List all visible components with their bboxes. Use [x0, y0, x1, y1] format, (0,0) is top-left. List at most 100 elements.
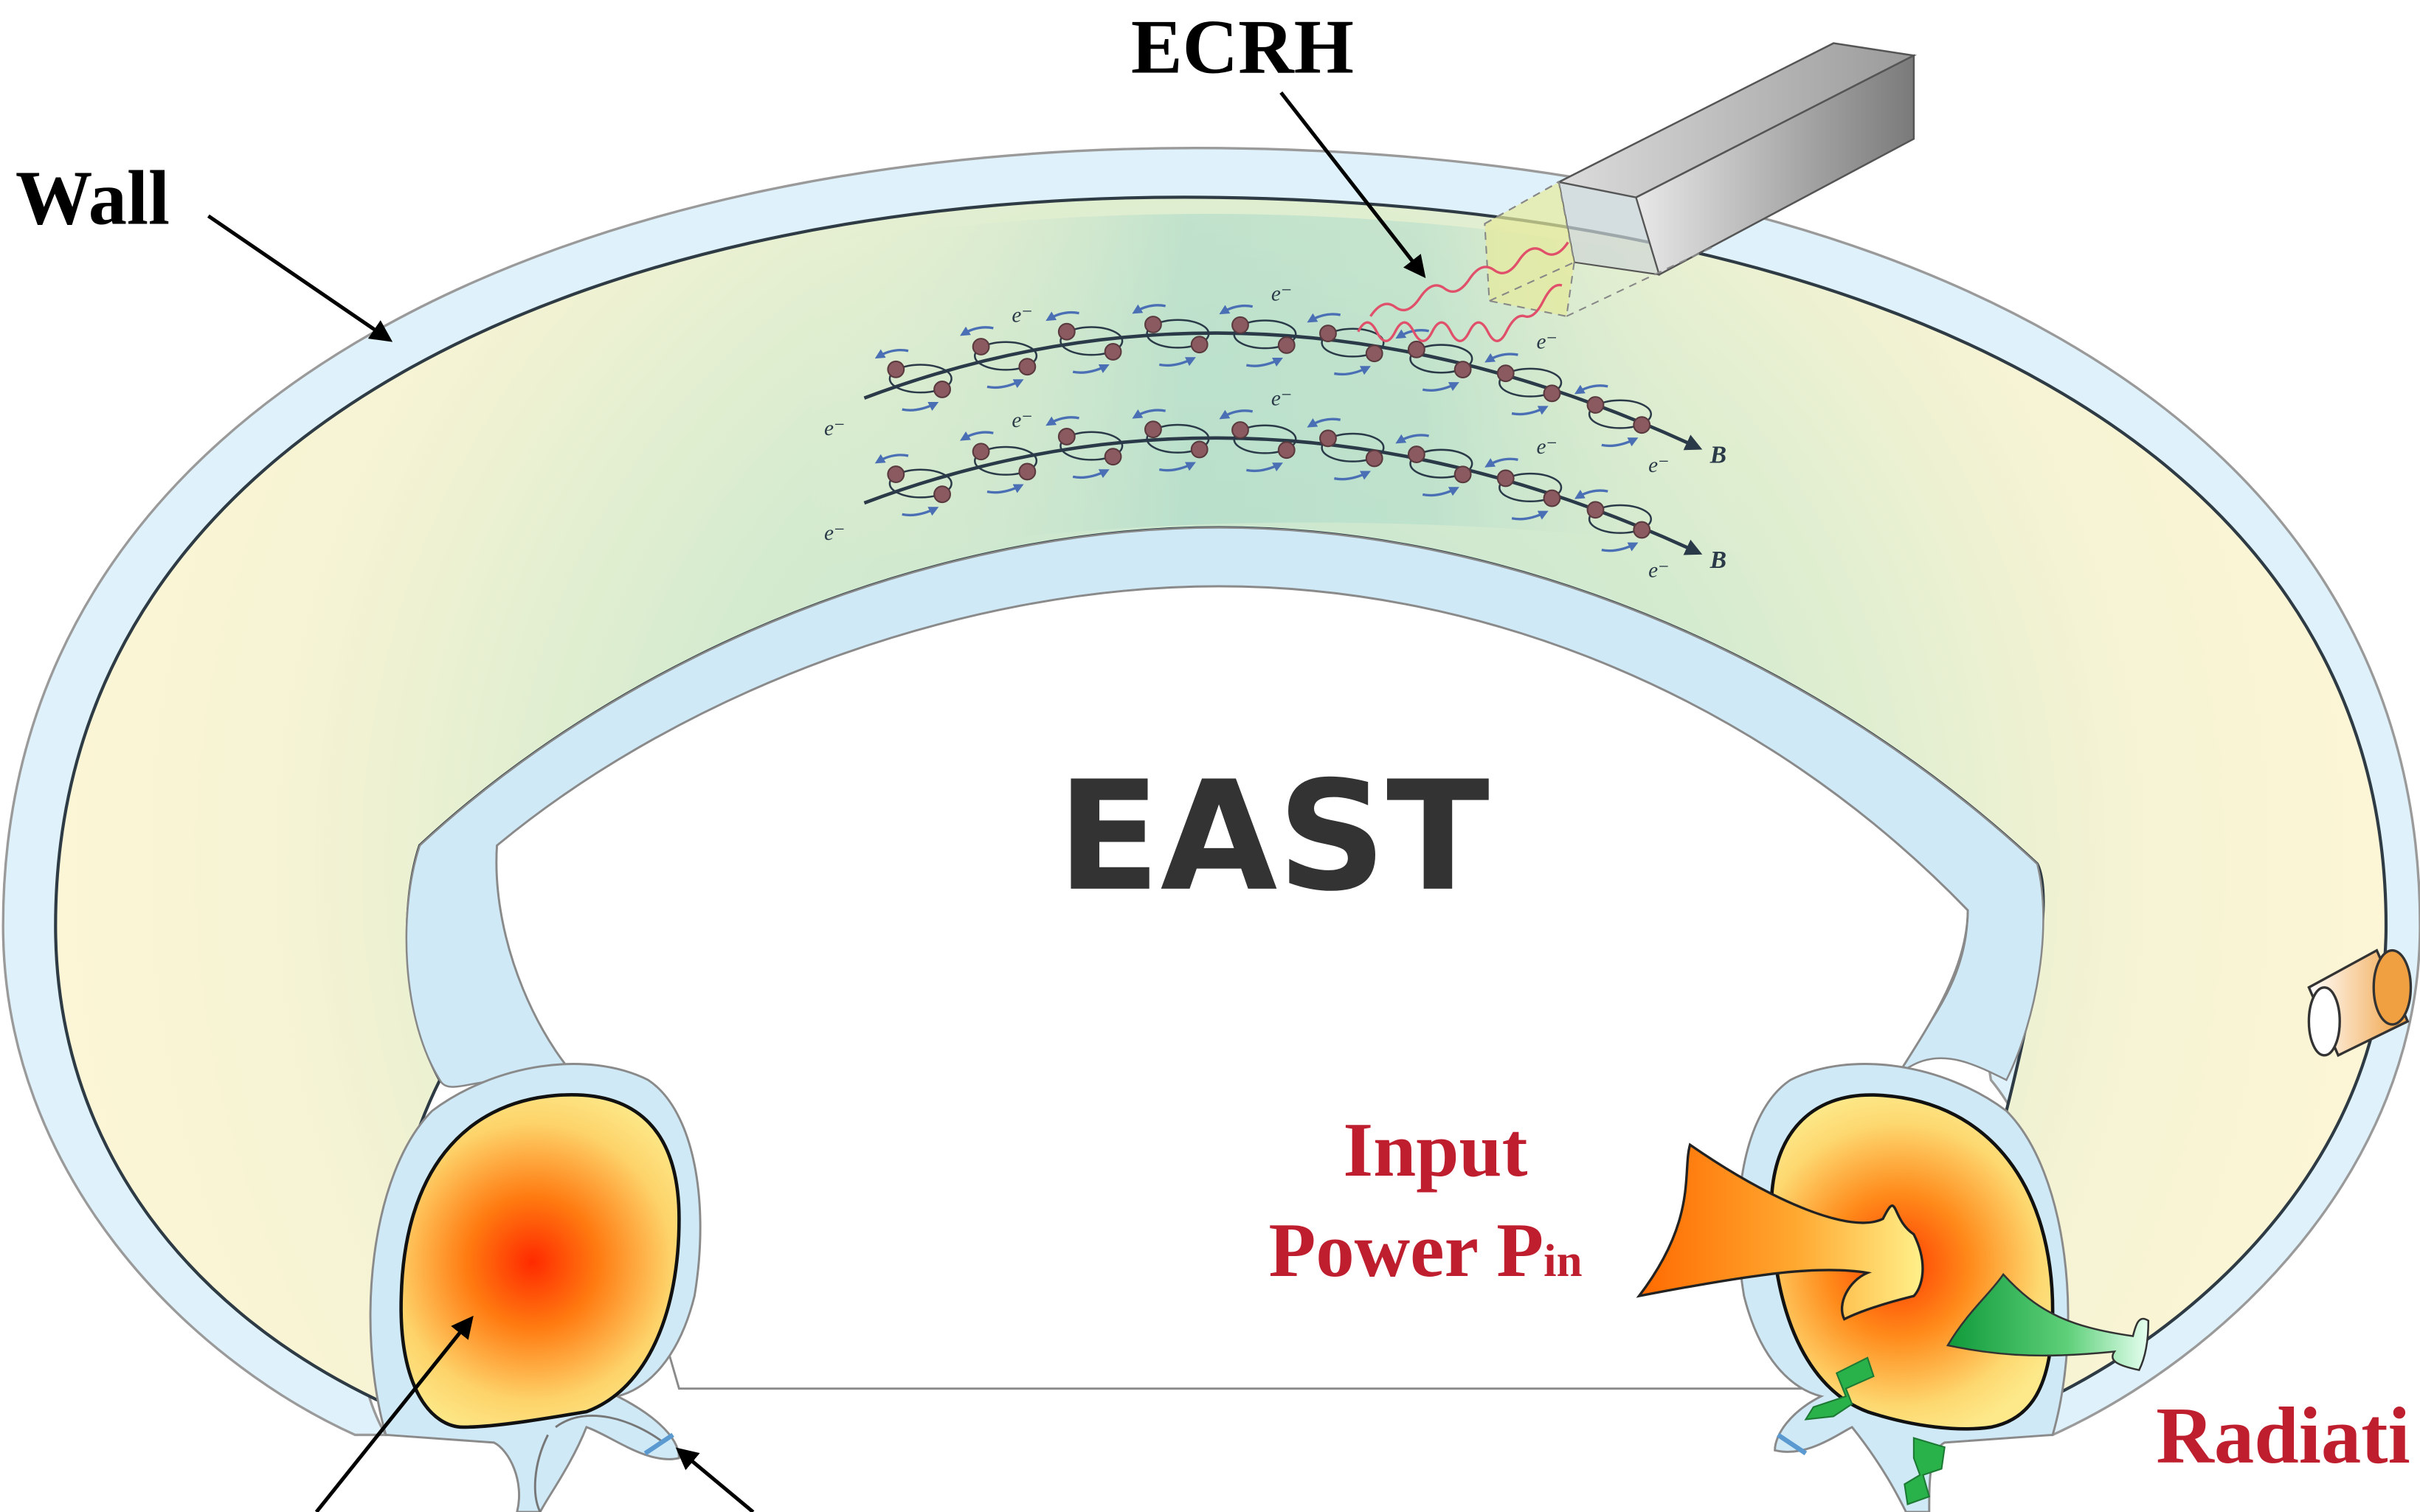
drift-arrow [1045, 416, 1079, 426]
electron-label: e⁻ [824, 521, 845, 545]
drift-arrow [1072, 469, 1110, 479]
drift-arrow [1219, 409, 1254, 420]
electron-label: e⁻ [1271, 282, 1292, 305]
left-divertor-leg [533, 1414, 665, 1512]
gyration-orbit [1146, 423, 1210, 454]
diagnostic-port-icon [2307, 949, 2413, 1058]
drift-arrow [1334, 366, 1371, 376]
wall-label: Wall [15, 155, 170, 240]
field-label-b: B [1709, 547, 1726, 574]
drift-arrow [1246, 462, 1283, 473]
electron-particle [1453, 361, 1472, 378]
electron-label: e⁻ [1271, 387, 1292, 411]
ecrh-wave-1 [1357, 283, 1563, 342]
drift-arrow [1072, 364, 1110, 374]
electron-particle [1190, 440, 1209, 459]
gyration-orbit [973, 341, 1038, 371]
electron-particle [1543, 384, 1561, 403]
gyration-orbit [888, 364, 953, 394]
electron-particle [1633, 521, 1651, 539]
gyration-orbit [1588, 399, 1653, 429]
gyration-orbit [1059, 431, 1124, 461]
electron-particle [887, 360, 905, 378]
drift-arrow [1574, 384, 1608, 395]
electron-particle [1231, 421, 1249, 439]
electron-particle [1018, 462, 1037, 481]
electron-particle [933, 485, 951, 504]
drift-arrow [902, 507, 939, 517]
electron-particle [1231, 316, 1249, 334]
drift-arrow [1511, 510, 1549, 521]
drift-arrow [1045, 311, 1079, 322]
drift-arrow [1601, 437, 1639, 448]
drift-arrow [1158, 357, 1196, 367]
gyration-orbit [888, 468, 953, 499]
electron-particle [933, 381, 951, 398]
radiation-arrow-divertor-right [1904, 1437, 1946, 1505]
gyration-orbit [1409, 448, 1473, 479]
wall-pointer-arrow [207, 214, 393, 342]
electron-particle [1543, 489, 1561, 507]
gyration-orbit [1233, 424, 1297, 454]
electron-particle [972, 443, 990, 461]
electron-particle [1144, 420, 1162, 439]
drift-arrow [1334, 471, 1371, 481]
electron-particle [1319, 325, 1337, 342]
electron-label: e⁻ [1012, 304, 1032, 327]
left-cross-section [369, 1063, 702, 1512]
electron-particle [1365, 344, 1383, 363]
ecrh-wave-2 [1369, 241, 1569, 317]
electron-label: e⁻ [824, 417, 845, 440]
gyration-orbit [1321, 432, 1385, 462]
electron-particle [1496, 469, 1515, 488]
electron-particle [1633, 416, 1651, 434]
electron-particle [1190, 336, 1209, 354]
electron-particle [1365, 449, 1383, 468]
divertor-pointer-arrow [675, 1447, 755, 1512]
gyration-orbit [1059, 326, 1124, 356]
waveguide-hidden-edges [1484, 181, 1714, 317]
drift-arrow [1158, 462, 1196, 472]
radiation-label: Radiati [2156, 1391, 2410, 1480]
electron-particle [1453, 465, 1472, 484]
ecrh-pointer-arrow [1279, 91, 1426, 279]
input-power-subscript: in [1543, 1235, 1582, 1286]
electron-particle [1407, 340, 1425, 358]
magnetic-field-line [863, 436, 1703, 555]
gyration-orbit [1588, 504, 1653, 534]
radiation-arrow-main [1946, 1272, 2150, 1371]
magnetic-field-line [863, 331, 1703, 451]
core-pointer-arrow [314, 1315, 474, 1512]
electron-particle [1277, 441, 1296, 460]
device-label: EAST [1057, 749, 1490, 925]
drift-arrow [1307, 313, 1341, 323]
drift-arrow [1601, 542, 1639, 552]
input-power-label-line1: Input [1343, 1107, 1527, 1193]
drift-arrow [1307, 417, 1341, 428]
left-core-plasma [399, 1093, 681, 1429]
drift-arrow [1246, 357, 1283, 367]
electron-particle [887, 465, 905, 483]
electron-label: e⁻ [1012, 409, 1032, 432]
field-label-b: B [1709, 442, 1726, 469]
gyration-orbit [973, 445, 1038, 476]
drift-arrow [986, 379, 1024, 389]
drift-arrow [874, 348, 909, 359]
gyration-orbit [1321, 327, 1385, 358]
electron-particle [1586, 501, 1605, 519]
drift-arrow [1395, 434, 1429, 444]
electron-label: e⁻ [1537, 435, 1558, 459]
left-divertor-tile [643, 1432, 674, 1456]
gyration-orbit [1146, 319, 1210, 349]
gyration-orbit [1498, 472, 1563, 503]
ecrh-label: ECRH [1131, 4, 1354, 89]
input-power-arrow-icon [1636, 1142, 1924, 1321]
electron-particle [1586, 396, 1605, 414]
drift-arrow [1422, 382, 1459, 392]
port-back [2307, 986, 2341, 1057]
port-face [2372, 949, 2413, 1026]
electron-particle [1057, 322, 1076, 341]
electron-particle [1277, 336, 1296, 354]
electron-particle [1144, 316, 1162, 333]
